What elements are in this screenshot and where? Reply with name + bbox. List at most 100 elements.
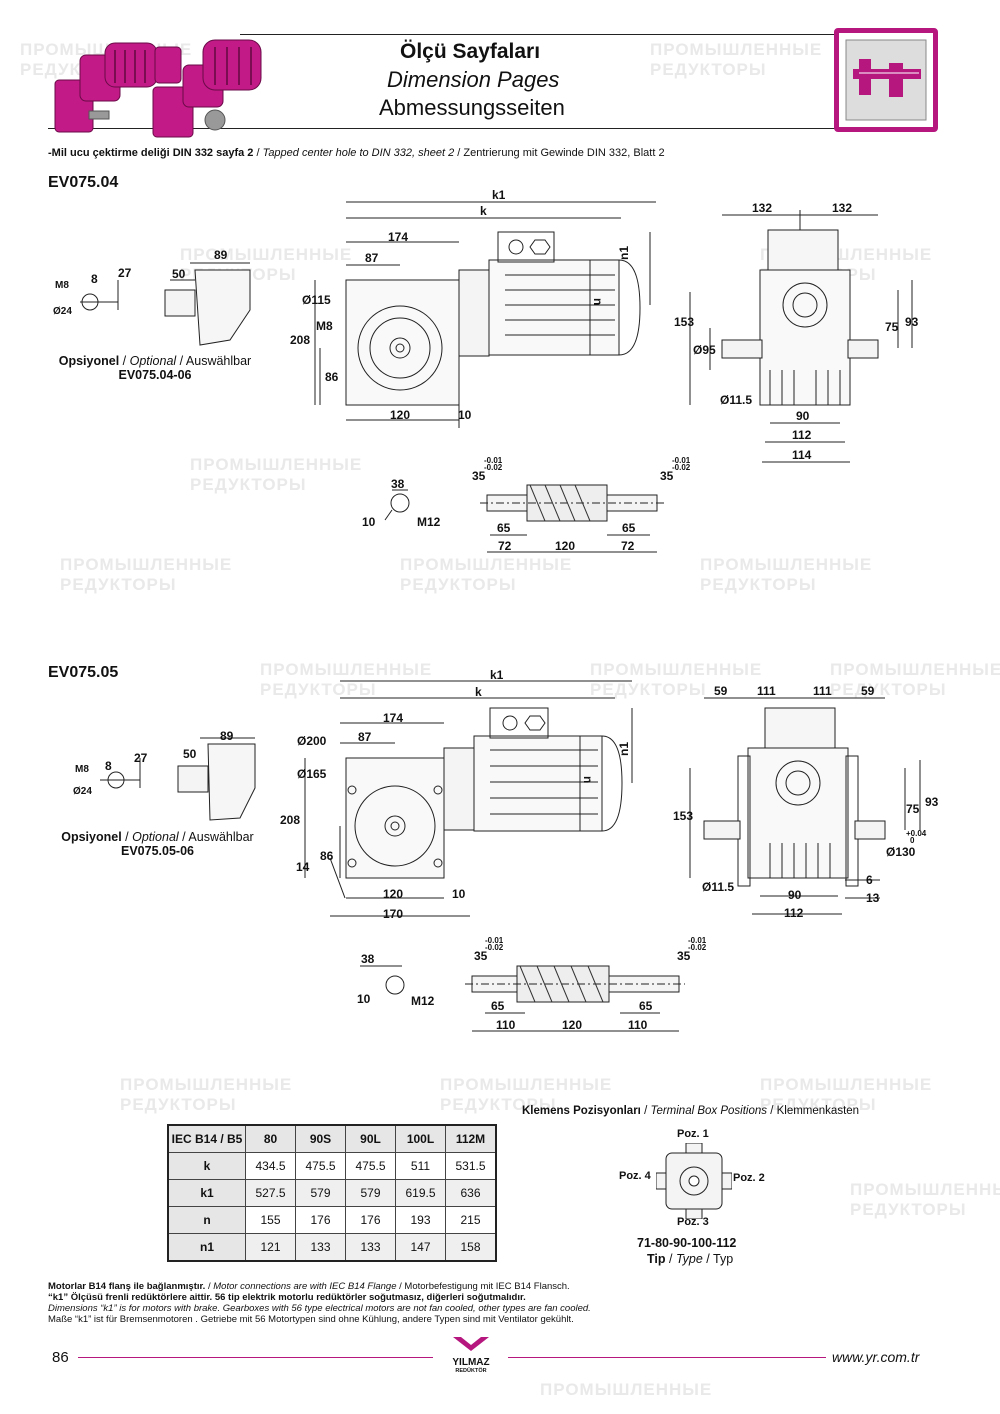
dim-label: 65 [622, 521, 636, 535]
dim-label: 75 [885, 320, 899, 334]
dim-label: 27 [134, 751, 148, 765]
page-title-en: Dimension Pages [387, 67, 560, 92]
header-note: -Mil ucu çektirme deliği DIN 332 sayfa 2… [48, 147, 665, 159]
dim-label: 93 [925, 795, 939, 809]
header-bottom-rule [48, 128, 840, 129]
table-header-row: IEC B14 / B5 80 90S 90L 100L 112M [167, 1124, 497, 1153]
terminal-type-label: Tip / Type / Typ [647, 1252, 734, 1266]
brand-logo-mark [453, 1337, 489, 1351]
product-photo [54, 39, 262, 138]
dim-label: 120 [390, 408, 410, 422]
dim-label: -0.02 [485, 943, 504, 952]
dim-label: 93 [905, 315, 919, 329]
dim-label: 132 [832, 201, 852, 215]
dim-label: -0.02 [672, 463, 691, 472]
optional-caption: Opsiyonel / Optional / Auswählbar EV075.… [58, 354, 252, 382]
table-cell: 133 [295, 1233, 346, 1262]
dim-label: 13 [866, 891, 880, 905]
dim-label: -0.01 [688, 936, 707, 945]
dim-label: 208 [280, 813, 300, 827]
page-title-tr: Ölçü Sayfaları [400, 40, 541, 63]
table-cell: 579 [345, 1179, 396, 1207]
dim-label: 6 [866, 873, 873, 887]
table-cell: 475.5 [295, 1152, 346, 1180]
dim-label: -0.01 [672, 456, 691, 465]
dim-label: 35 [677, 949, 691, 963]
dim-label: 35 [472, 469, 486, 483]
dim-label: 27 [118, 266, 132, 280]
dim-label: 59 [714, 684, 728, 698]
dim-label: 87 [365, 251, 379, 265]
dim-label: -0.01 [485, 936, 504, 945]
terminal-pos-2: Poz. 2 [733, 1172, 765, 1184]
dim-label: k1 [492, 188, 506, 202]
dim-label: Ø24 [53, 306, 72, 317]
footer-note-line2: “k1” Ölçüsü frenli redüktörlere aittir. … [48, 1292, 526, 1303]
terminal-pos-3: Poz. 3 [677, 1216, 709, 1228]
table-row: k1 527.5 579 579 619.5 636 [167, 1179, 497, 1207]
table-row-header: k1 [167, 1179, 246, 1207]
dim-label: 110 [496, 1018, 516, 1032]
table-cell: 475.5 [345, 1152, 396, 1180]
dim-label: 75 [906, 802, 920, 816]
terminal-pos-4: Poz. 4 [619, 1170, 651, 1182]
dim-label: 38 [361, 952, 375, 966]
table-row-header: n [167, 1206, 246, 1234]
dim-label: 72 [621, 539, 635, 553]
table-row-header: k [167, 1152, 246, 1180]
dim-label: 8 [91, 272, 98, 286]
table-cell: 511 [395, 1152, 446, 1180]
dim-label: 35 [474, 949, 488, 963]
page-title-de: Abmessungsseiten [379, 95, 565, 120]
table-cell: 155 [245, 1206, 296, 1234]
dim-label: 10 [452, 887, 466, 901]
page-number: 86 [52, 1349, 69, 1366]
table-cell: 531.5 [445, 1152, 497, 1180]
footer-rule-right [508, 1357, 826, 1358]
dim-label: 65 [639, 999, 653, 1013]
header-top-rule [240, 34, 835, 35]
dim-label: 111 [757, 684, 776, 698]
dim-label: M12 [417, 515, 441, 529]
dim-label: 153 [673, 809, 693, 823]
dim-label: -0.01 [484, 456, 503, 465]
dim-label: 86 [320, 849, 334, 863]
terminal-sizes: 71-80-90-100-112 [637, 1236, 737, 1250]
model-title: EV075.05 [48, 664, 119, 681]
table-cell: 147 [395, 1233, 446, 1262]
optional-caption: Opsiyonel / Optional / Auswählbar EV075.… [61, 830, 254, 858]
dim-label: 153 [674, 315, 694, 329]
dim-label: Ø11.5 [702, 880, 734, 894]
dim-label: 89 [220, 729, 234, 743]
dim-label: 87 [358, 730, 372, 744]
dim-label: n1 [617, 246, 631, 260]
dim-label: n1 [617, 742, 631, 756]
dim-label: 14 [296, 860, 310, 874]
dim-label: 90 [796, 409, 810, 423]
dim-label: 8 [105, 759, 112, 773]
dim-label: Ø24 [73, 786, 92, 797]
dim-label: 120 [555, 539, 575, 553]
dim-label: 10 [357, 992, 371, 1006]
table-cell: 121 [245, 1233, 296, 1262]
footer-note-line3: Dimensions “k1” is for motors with brake… [48, 1303, 591, 1314]
table-row: k 434.5 475.5 475.5 511 531.5 [167, 1152, 497, 1180]
dim-label: 65 [497, 521, 511, 535]
table-cell: 215 [445, 1206, 497, 1234]
dim-label: k [480, 204, 487, 218]
dim-label: 50 [172, 267, 186, 281]
dim-label: 0 [910, 836, 915, 845]
brand-logo: YILMAZ REDÜKTÖR [438, 1335, 504, 1374]
table-column-header: 80 [245, 1124, 296, 1153]
table-column-header: 90L [345, 1124, 396, 1153]
dim-label: M12 [411, 994, 435, 1008]
